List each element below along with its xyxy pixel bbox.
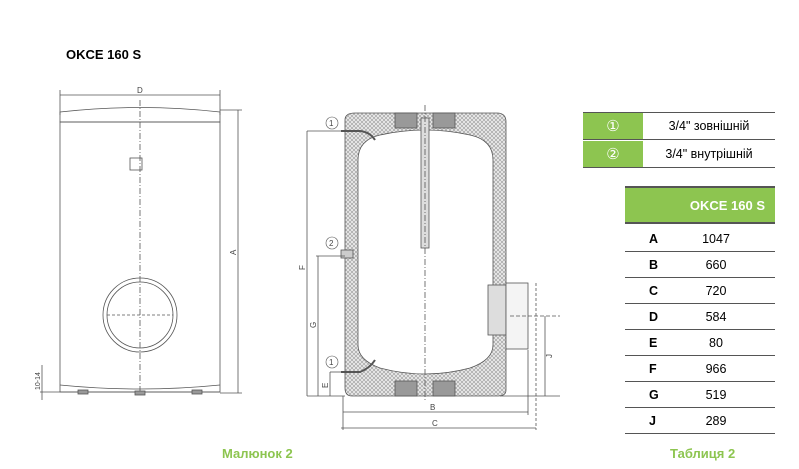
table-row: F 966	[625, 356, 775, 382]
dimensions-table-header: OKCE 160 S	[625, 186, 775, 224]
marker-1-bottom: 1	[329, 358, 334, 367]
section-drawing: 1 2 1 F G E B C J	[298, 105, 560, 430]
dimension-key: J	[649, 413, 656, 428]
table-caption: Таблиця 2	[670, 446, 736, 461]
table-row: E 80	[625, 330, 775, 356]
dimension-value: 966	[705, 361, 727, 376]
flange-circle-outer	[102, 277, 178, 353]
dimension-value: 1047	[702, 231, 730, 246]
connection-number: ①	[583, 113, 643, 139]
marker-1-top: 1	[329, 119, 334, 128]
dimension-value: 584	[705, 309, 727, 324]
table-row: B 660	[625, 252, 775, 278]
figure-caption: Малюнок 2	[222, 446, 293, 461]
connection-row: ② 3/4" внутрішній	[583, 141, 775, 168]
marker-2: 2	[329, 239, 334, 248]
top-cap	[59, 107, 221, 123]
connections-table-top-border	[583, 112, 775, 113]
dimension-value: 720	[705, 283, 727, 298]
connection-number: ②	[583, 141, 643, 167]
table-row: D 584	[625, 304, 775, 330]
dimension-key: F	[649, 361, 657, 376]
table-row: A 1047	[625, 226, 775, 252]
connection-label: 3/4" внутрішній	[665, 147, 753, 161]
dimension-key: D	[649, 309, 659, 324]
connection-row: ① 3/4" зовнішній	[583, 113, 775, 140]
table-row: G 519	[625, 382, 775, 408]
tank-cavity	[357, 129, 494, 375]
dimension-value: 519	[705, 387, 727, 402]
label-b: B	[430, 403, 435, 412]
page-title: OKCE 160 S	[66, 47, 142, 62]
dimension-value: 289	[705, 413, 727, 428]
dimension-value: 80	[709, 335, 723, 350]
dimension-value: 660	[705, 257, 727, 272]
connection-label: 3/4" зовнішній	[668, 119, 750, 133]
dimension-key: C	[649, 283, 659, 298]
front-view-drawing: D A 10-14	[35, 86, 242, 400]
label-c: C	[432, 419, 438, 428]
dimension-key: A	[649, 231, 659, 246]
label-a: A	[229, 249, 238, 255]
label-plate	[129, 157, 143, 171]
label-j: J	[545, 354, 554, 358]
dimension-key: B	[649, 257, 659, 272]
label-e: E	[321, 383, 330, 388]
table-row: J 289	[625, 408, 775, 434]
dimension-key: E	[649, 335, 658, 350]
dimension-key: G	[649, 387, 659, 402]
label-foot-height: 10-14	[35, 372, 42, 390]
label-g: G	[309, 322, 318, 328]
label-d: D	[137, 86, 143, 95]
table-row: C 720	[625, 278, 775, 304]
label-f: F	[298, 265, 307, 270]
